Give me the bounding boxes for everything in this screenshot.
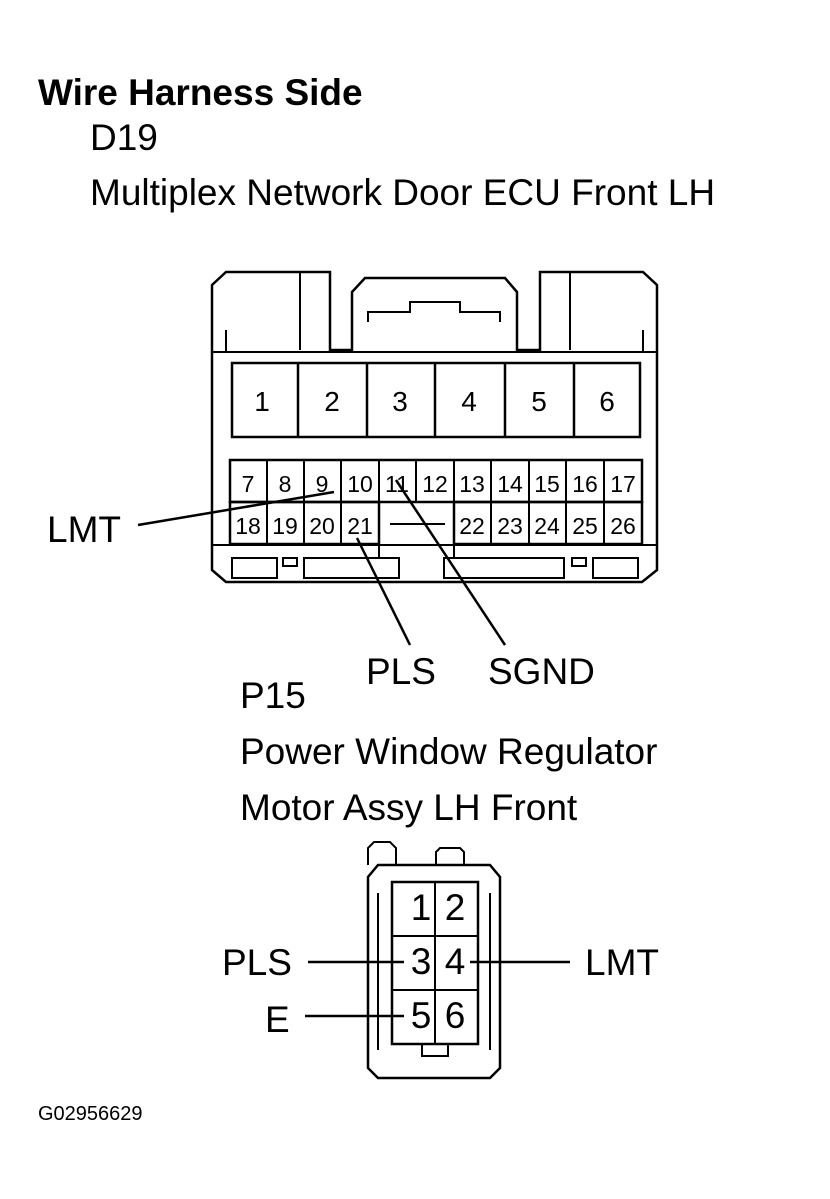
- p15-pin-4: 4: [445, 941, 466, 982]
- d19-small-pin-row-1: [228, 458, 644, 504]
- d19-pin-15: 15: [534, 471, 560, 497]
- p15-pin-1: 1: [411, 887, 432, 928]
- d19-lmt-label: LMT: [47, 509, 121, 550]
- d19-connector-name: Multiplex Network Door ECU Front LH: [90, 172, 715, 213]
- d19-pin-22: 22: [459, 513, 485, 539]
- p15-pin-5: 5: [411, 995, 432, 1036]
- d19-pin-26: 26: [610, 513, 636, 539]
- d19-pin-18: 18: [235, 513, 261, 539]
- d19-sgnd-leader: [394, 479, 507, 646]
- p15-key: [421, 1043, 449, 1057]
- p15-e-label: E: [265, 999, 290, 1040]
- d19-latch: [367, 301, 501, 322]
- p15-pls-label: PLS: [222, 942, 292, 983]
- d19-pin-9: 9: [316, 471, 329, 497]
- page-title: Wire Harness Side: [38, 72, 363, 113]
- d19-pls-leader: [355, 537, 412, 646]
- d19-connector: 1 2 3 4 5 6 7 8 9 10 11 12 13 14 15 16 1…: [210, 270, 659, 584]
- p15-connector-name-line-2: Motor Assy LH Front: [240, 787, 578, 828]
- d19-pin-20: 20: [309, 513, 335, 539]
- d19-pin-2: 2: [324, 386, 340, 417]
- d19-pin-17: 17: [610, 471, 636, 497]
- p15-pin-2: 2: [445, 887, 466, 928]
- d19-pin-10: 10: [347, 471, 373, 497]
- p15-housing-outline: [366, 863, 502, 1080]
- d19-pin-8: 8: [279, 471, 292, 497]
- d19-pin-5: 5: [531, 386, 547, 417]
- figure-id: G02956629: [38, 1103, 143, 1125]
- d19-pin-12: 12: [422, 471, 448, 497]
- d19-pin-19: 19: [272, 513, 298, 539]
- d19-pin-7: 7: [242, 471, 255, 497]
- d19-sgnd-label: SGND: [488, 651, 595, 692]
- d19-pin-1: 1: [254, 386, 270, 417]
- d19-pin-25: 25: [572, 513, 598, 539]
- p15-pin-3: 3: [411, 941, 432, 982]
- d19-connector-code: D19: [90, 117, 158, 158]
- d19-lmt-leader: [137, 490, 335, 527]
- d19-pin-23: 23: [497, 513, 523, 539]
- p15-connector: 1 2 3 4 5 6: [366, 841, 502, 1080]
- d19-pin-16: 16: [572, 471, 598, 497]
- d19-pin-6: 6: [599, 386, 615, 417]
- p15-pin-6: 6: [445, 995, 466, 1036]
- d19-pls-label: PLS: [366, 651, 436, 692]
- d19-pin-13: 13: [459, 471, 485, 497]
- p15-connector-code: P15: [240, 675, 306, 716]
- d19-pin-14: 14: [497, 471, 523, 497]
- p15-connector-name-line-1: Power Window Regulator: [240, 731, 657, 772]
- d19-pin-3: 3: [392, 386, 408, 417]
- d19-pin-21: 21: [347, 513, 373, 539]
- d19-pin-4: 4: [461, 386, 477, 417]
- d19-callouts: LMT PLS SGND: [47, 479, 595, 692]
- d19-small-pin-row-2-right: [452, 500, 644, 546]
- d19-pin-24: 24: [534, 513, 560, 539]
- p15-lmt-label: LMT: [585, 942, 659, 983]
- p15-callouts: PLS LMT E: [222, 942, 659, 1040]
- d19-housing-outline: [210, 270, 659, 584]
